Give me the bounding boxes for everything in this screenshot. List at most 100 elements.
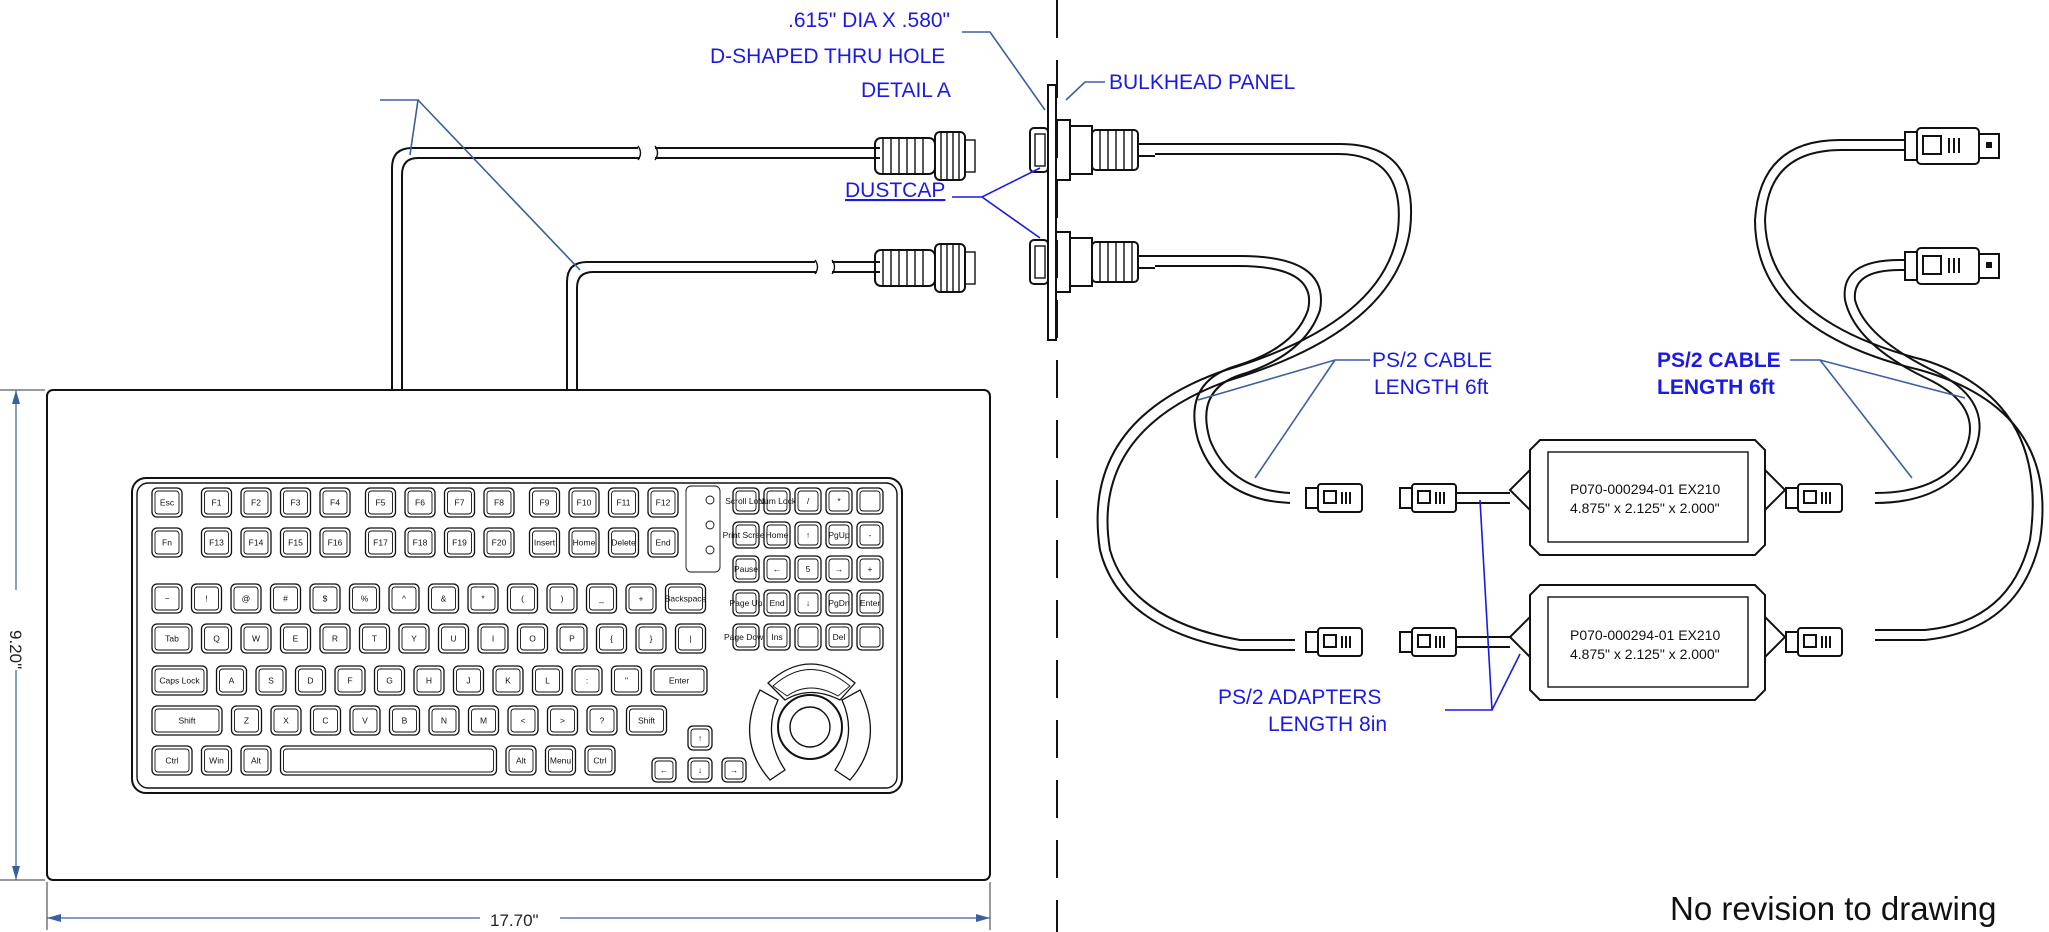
keyboard-key: Home bbox=[568, 527, 600, 558]
keyboard-key: H bbox=[413, 665, 445, 696]
keyboard-key: J bbox=[452, 665, 485, 696]
key-label: F14 bbox=[249, 538, 264, 548]
keyboard-key: ( bbox=[506, 583, 539, 614]
keyboard-key: O bbox=[516, 623, 549, 654]
adapter-box-1-line2: 4.875" x 2.125" x 2.000" bbox=[1570, 500, 1720, 516]
keyboard-key: B bbox=[388, 705, 421, 736]
keyboard-key: R bbox=[319, 623, 351, 654]
key-label: Tab bbox=[165, 634, 179, 644]
key-label: Esc bbox=[160, 498, 175, 508]
detail-a-label: DETAIL A bbox=[861, 79, 951, 102]
key-label: S bbox=[268, 676, 274, 686]
adapter-plug-right-1-body bbox=[1797, 627, 1843, 657]
keyboard-key: L bbox=[531, 665, 564, 696]
key-label: Insert bbox=[534, 538, 556, 548]
keyboard-key: F13 bbox=[200, 527, 233, 558]
key-label: Delete bbox=[611, 538, 636, 548]
key-label: Q bbox=[213, 634, 220, 644]
keyboard-key: ~ bbox=[151, 583, 183, 614]
keyboard-key: G bbox=[373, 665, 406, 696]
height-dimension: 9.20" bbox=[6, 630, 25, 669]
key-label: + bbox=[639, 594, 644, 604]
key-label: Home bbox=[766, 530, 789, 540]
dustcap-label: DUSTCAP bbox=[845, 179, 945, 202]
key-label: L bbox=[545, 676, 550, 686]
keyboard-key: > bbox=[546, 705, 579, 736]
numpad-key: Page Up bbox=[729, 589, 763, 617]
keyboard-key: : bbox=[571, 665, 603, 696]
key-label: & bbox=[441, 594, 447, 604]
adapter-plug-left-1 bbox=[1305, 631, 1319, 653]
key-label: I bbox=[492, 634, 494, 644]
adapter-plug-right-0-pin bbox=[1803, 490, 1817, 504]
key-label: Z bbox=[244, 716, 249, 726]
keyboard-key: K bbox=[492, 665, 524, 696]
numpad-key: / bbox=[794, 487, 822, 515]
keyboard-key: F6 bbox=[404, 487, 436, 518]
key-label: / bbox=[807, 496, 810, 506]
numpad-key bbox=[794, 623, 822, 651]
arrow-key: ↑ bbox=[687, 725, 713, 751]
keyboard-key: Enter bbox=[650, 665, 708, 696]
keyboard-key: Tab bbox=[151, 623, 193, 654]
keyboard-key: " bbox=[610, 665, 643, 696]
adapter-box-1-line1: P070-000294-01 EX210 bbox=[1570, 481, 1720, 497]
key-label: D bbox=[307, 676, 313, 686]
key-label: F7 bbox=[455, 498, 465, 508]
key-label: B bbox=[402, 716, 408, 726]
key-label: Ctrl bbox=[593, 756, 606, 766]
key-label: | bbox=[689, 634, 691, 644]
keyboard-key: F bbox=[334, 665, 366, 696]
keyboard-key: F12 bbox=[647, 487, 679, 518]
keyboard-key: ) bbox=[546, 583, 578, 614]
keyboard-key: Backspace bbox=[665, 583, 707, 614]
keyboard-key: & bbox=[427, 583, 460, 614]
key-label: F13 bbox=[209, 538, 224, 548]
keyboard-key: C bbox=[309, 705, 342, 736]
keyboard-key: $ bbox=[309, 583, 341, 614]
keyboard-key: F7 bbox=[443, 487, 476, 518]
led-indicator bbox=[705, 545, 715, 555]
numpad-key: PgUp bbox=[825, 521, 853, 549]
key-label: O bbox=[529, 634, 536, 644]
keyboard-key: U bbox=[437, 623, 470, 654]
adapter-plug-right-0 bbox=[1785, 487, 1799, 509]
key-label: ← bbox=[773, 564, 782, 574]
key-label: G bbox=[386, 676, 393, 686]
keyboard-cables bbox=[391, 145, 880, 390]
ps2-cable-right-length: LENGTH 6ft bbox=[1657, 376, 1775, 399]
adapter-box-1: P070-000294-01 EX210 4.875" x 2.125" x 2… bbox=[1508, 439, 1787, 556]
key-label: ^ bbox=[402, 594, 406, 604]
adapter-plug-mid-0 bbox=[1399, 487, 1413, 509]
key-label: Shift bbox=[638, 716, 656, 726]
keyboard-key: Alt bbox=[505, 745, 537, 776]
key-label: Ins bbox=[771, 632, 782, 642]
key-label: ( bbox=[521, 594, 524, 604]
adapters-length: LENGTH 8in bbox=[1268, 713, 1387, 736]
key-label: F3 bbox=[291, 498, 301, 508]
key-label: K bbox=[505, 676, 511, 686]
keyboard-key: I bbox=[477, 623, 509, 654]
key-label: F12 bbox=[656, 498, 671, 508]
key-label: F bbox=[347, 676, 352, 686]
key-label: 5 bbox=[806, 564, 811, 574]
numpad-key: Ins bbox=[763, 623, 791, 651]
key-label: J bbox=[466, 676, 470, 686]
keyboard-key: F11 bbox=[607, 487, 640, 518]
key-label: U bbox=[450, 634, 456, 644]
numpad-key: Enter bbox=[856, 589, 884, 617]
keyboard-key: Shift bbox=[625, 705, 668, 736]
key-label: ← bbox=[660, 765, 669, 775]
key-label: ? bbox=[600, 716, 605, 726]
key-label: F6 bbox=[415, 498, 425, 508]
keyboard-key: { bbox=[595, 623, 628, 654]
hole-callout-line1: .615" DIA X .580" bbox=[788, 9, 950, 32]
key-label: Menu bbox=[550, 756, 572, 766]
adapter-plug-right-1-pin bbox=[1803, 634, 1817, 648]
ps2-end-connectors bbox=[1904, 127, 2000, 285]
key-label: F20 bbox=[492, 538, 507, 548]
key-label: W bbox=[252, 634, 260, 644]
numpad-key: End bbox=[763, 589, 791, 617]
